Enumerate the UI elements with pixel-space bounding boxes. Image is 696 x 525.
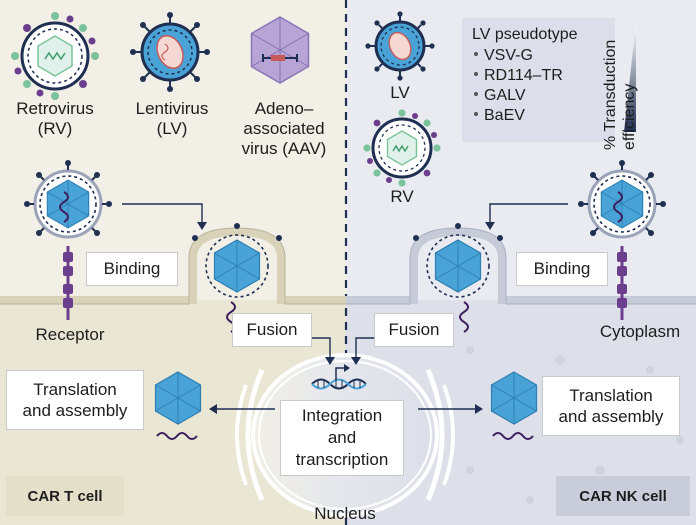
left-fusion-arrowhead bbox=[325, 357, 335, 365]
efficiency-gradient-bar bbox=[624, 22, 636, 132]
left-new-genome bbox=[156, 432, 198, 440]
right-cytoplasm-dots bbox=[466, 346, 684, 504]
right-receptor bbox=[617, 246, 627, 320]
legend-item: VSV-G bbox=[472, 46, 605, 66]
legend-item: RD114–TR bbox=[472, 66, 605, 86]
retrovirus-label-line1: Retrovirus bbox=[16, 99, 94, 118]
right-translation-label: Translation and assembly bbox=[542, 376, 680, 436]
efficiency-label-line2: efficiency bbox=[620, 83, 638, 150]
aav-label-line3: virus (AAV) bbox=[241, 139, 327, 159]
left-fusing-spikes bbox=[192, 223, 282, 241]
legend-title: LV pseudotype bbox=[472, 26, 578, 43]
bullet-icon bbox=[474, 112, 478, 117]
bullet-icon bbox=[474, 52, 478, 57]
right-fusion-label: Fusion bbox=[374, 313, 454, 347]
integration-label: Integration and transcription bbox=[280, 400, 404, 476]
cytoplasm-label: Cytoplasm bbox=[599, 322, 681, 341]
lv-pseudotype-legend: LV pseudotype VSV-G RD114–TR GALV BaEV bbox=[462, 18, 615, 142]
left-translation-line1: Translation bbox=[33, 380, 117, 399]
right-fusion-arrow bbox=[355, 337, 378, 360]
efficiency-label-line1: % Transduction bbox=[602, 39, 619, 150]
right-binding-arrow bbox=[489, 203, 568, 225]
right-membrane bbox=[346, 227, 696, 304]
legend-list: VSV-G RD114–TR GALV BaEV bbox=[472, 46, 605, 126]
left-translation-arrowhead bbox=[209, 404, 217, 414]
left-binding-virus bbox=[24, 160, 112, 239]
efficiency-label: % Transduction efficiency bbox=[602, 30, 640, 150]
car-nk-cell-tag: CAR NK cell bbox=[556, 476, 690, 516]
right-binding-virus bbox=[578, 160, 666, 239]
left-fusion-label: Fusion bbox=[232, 313, 312, 347]
left-binding-arrow bbox=[122, 203, 203, 225]
integration-line1: Integration bbox=[301, 406, 383, 425]
lentivirus-label-line1: Lentivirus bbox=[135, 99, 209, 118]
dna-helix-icon bbox=[311, 364, 367, 390]
lv-right-icon bbox=[365, 11, 435, 81]
legend-item: BaEV bbox=[472, 106, 605, 126]
lentivirus-label: Lentivirus (LV) bbox=[122, 99, 222, 139]
integration-line3: transcription bbox=[295, 450, 389, 469]
right-fusing-virus bbox=[426, 234, 490, 333]
retrovirus-label: Retrovirus (RV) bbox=[2, 99, 108, 139]
left-translation-line2: and assembly bbox=[22, 401, 128, 420]
aav-icon bbox=[250, 16, 310, 84]
rv-right-icon bbox=[363, 109, 441, 187]
right-new-genome bbox=[492, 432, 534, 440]
retrovirus-icon bbox=[11, 12, 99, 100]
aav-label-line1: Adeno– bbox=[254, 99, 314, 118]
right-binding-label: Binding bbox=[516, 252, 608, 286]
left-membrane bbox=[0, 227, 346, 304]
legend-item-label: BaEV bbox=[484, 107, 525, 124]
lv-right-label: LV bbox=[390, 83, 410, 102]
retrovirus-label-line2: (RV) bbox=[37, 119, 73, 139]
legend-item-label: RD114–TR bbox=[484, 67, 563, 84]
left-translation-label: Translation and assembly bbox=[6, 370, 144, 430]
lentivirus-label-line2: (LV) bbox=[156, 119, 188, 139]
car-t-cell-tag: CAR T cell bbox=[6, 476, 124, 516]
right-fusing-spikes bbox=[413, 223, 503, 241]
right-translation-line1: Translation bbox=[569, 386, 653, 405]
aav-label-line2: associated bbox=[243, 119, 325, 139]
legend-item-label: VSV-G bbox=[484, 47, 533, 64]
right-binding-arrowhead bbox=[485, 222, 495, 230]
bullet-icon bbox=[474, 92, 478, 97]
nucleus-label: Nucleus bbox=[314, 504, 376, 523]
left-binding-arrowhead bbox=[197, 222, 207, 230]
left-receptor bbox=[63, 246, 73, 320]
right-translation-line2: and assembly bbox=[558, 407, 664, 426]
right-fusion-arrowhead bbox=[351, 357, 361, 365]
receptor-label: Receptor bbox=[35, 325, 105, 344]
bullet-icon bbox=[474, 72, 478, 77]
left-binding-label: Binding bbox=[86, 252, 178, 286]
right-translation-arrowhead bbox=[475, 404, 483, 414]
aav-label: Adeno– associated virus (AAV) bbox=[232, 99, 336, 159]
integration-line2: and bbox=[327, 428, 357, 447]
rv-right-label: RV bbox=[390, 187, 414, 206]
lentivirus-icon bbox=[130, 12, 210, 92]
legend-item: GALV bbox=[472, 86, 605, 106]
legend-item-label: GALV bbox=[484, 87, 526, 104]
